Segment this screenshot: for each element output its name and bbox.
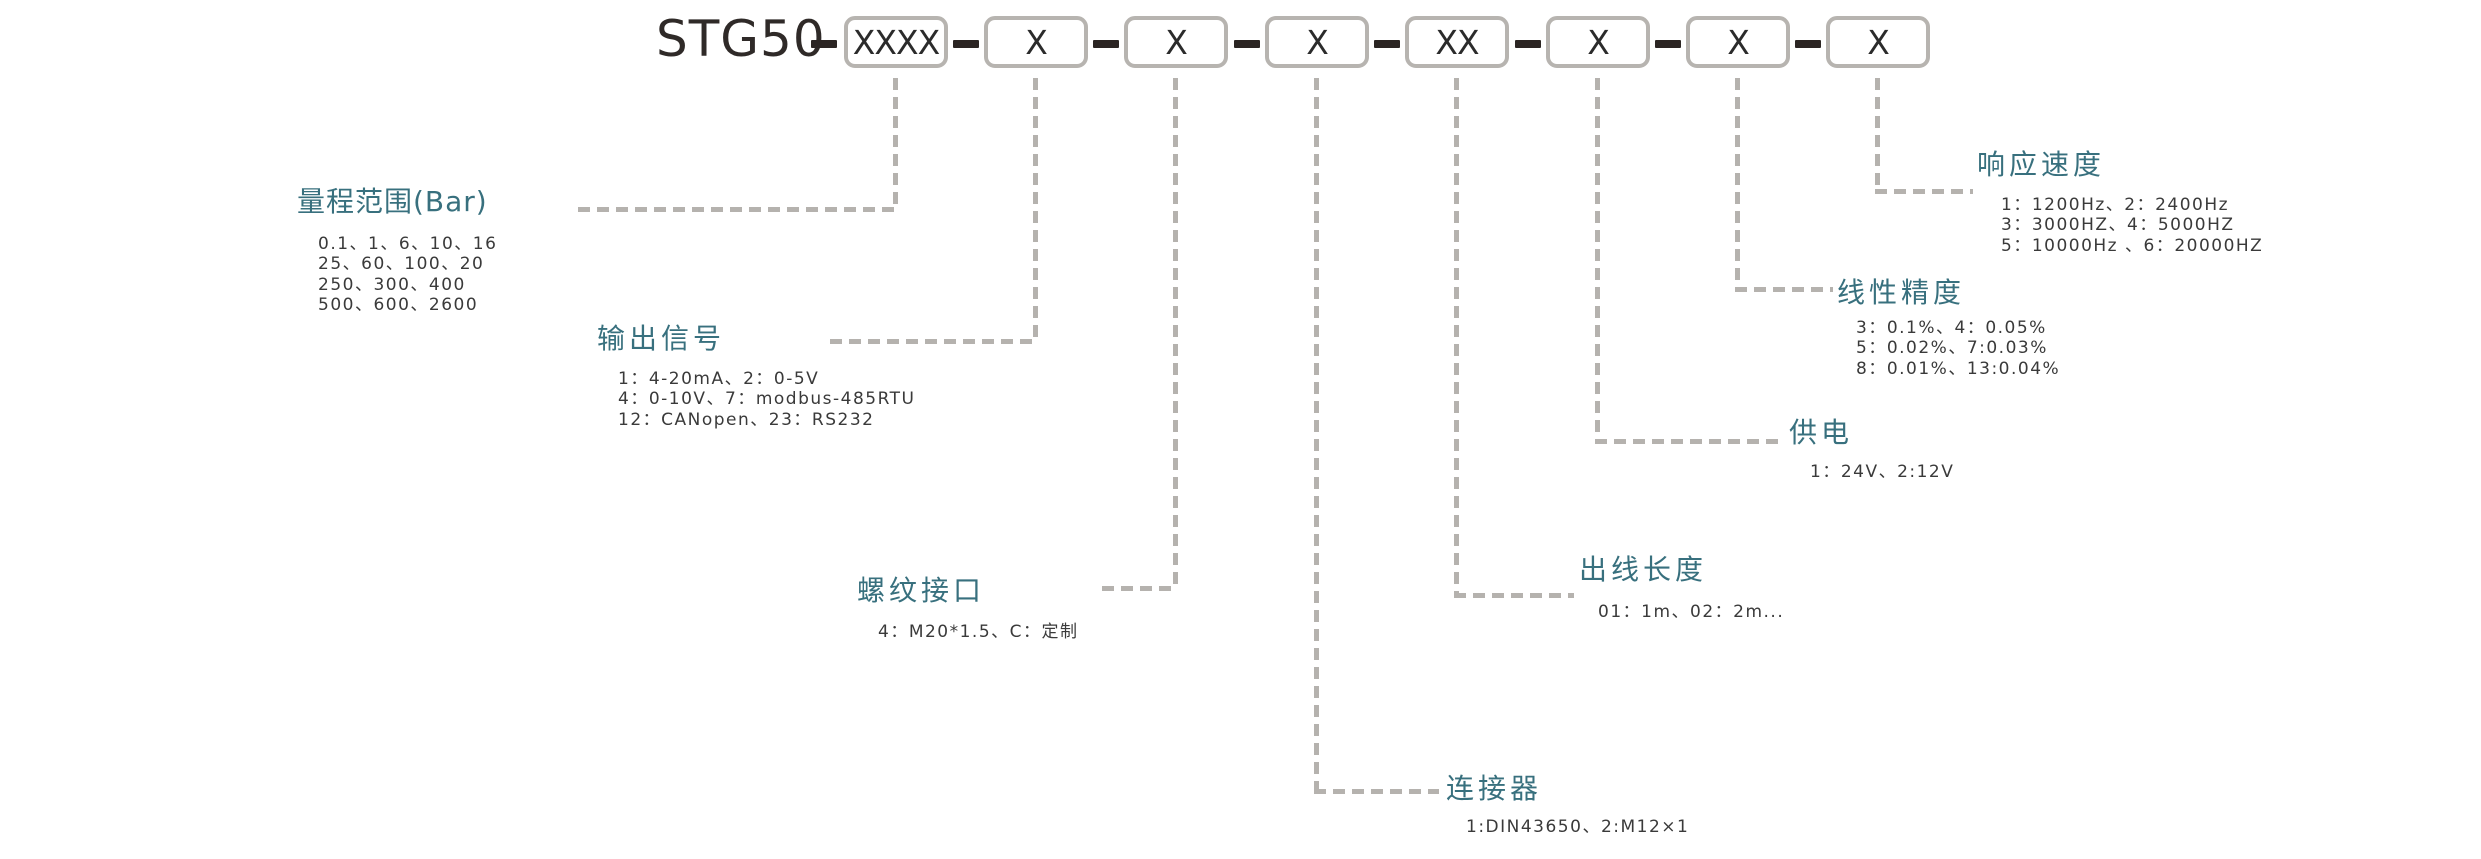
code-box-output-signal: X: [984, 16, 1088, 68]
code-box-response: X: [1826, 16, 1930, 68]
field-power-label: 供电: [1789, 416, 1854, 449]
field-output-signal-label: 输出信号: [597, 322, 726, 355]
code-dash: [1655, 40, 1681, 48]
field-connector-label: 连接器: [1446, 772, 1543, 805]
value-line: 1：24V、2:12V: [1810, 462, 1955, 482]
value-line: 4：M20*1.5、C：定制: [878, 622, 1079, 642]
value-line: 1:DIN43650、2:M12×1: [1466, 817, 1690, 837]
leader-line-accuracy-vertical: [1735, 78, 1740, 290]
leader-line-connector-horizontal: [1314, 789, 1439, 794]
value-line: 25、60、100、20: [318, 254, 485, 275]
field-thread-values: 4：M20*1.5、C：定制: [878, 622, 1079, 642]
field-accuracy-label: 线性精度: [1837, 276, 1966, 309]
code-dash: [1374, 40, 1400, 48]
value-line: 0.1、1、6、10、16: [318, 234, 498, 254]
code-box-accuracy: X: [1686, 16, 1790, 68]
field-output-signal-values: 1：4-20mA、2：0-5V 4：0-10V、7：modbus-485RTU …: [618, 369, 916, 430]
code-box-cable-length: XX: [1405, 16, 1509, 68]
code-dash: [1795, 40, 1821, 48]
leader-line-range-horizontal: [578, 207, 896, 212]
leader-line-thread-horizontal: [1102, 586, 1176, 591]
leader-line-range-vertical: [893, 78, 898, 210]
field-range-values: 0.1、1、6、10、16 25、60、100、20 250、300、400 5…: [318, 234, 497, 316]
leader-line-thread-vertical: [1173, 78, 1178, 589]
field-response-values: 1：1200Hz、2：2400Hz 3：3000HZ、4：5000HZ 5：10…: [2001, 195, 2263, 256]
value-line: 1：1200Hz、2：2400Hz: [2001, 195, 2230, 215]
field-range-label: 量程范围(Bar): [297, 185, 488, 218]
leader-line-response-horizontal: [1875, 189, 1973, 194]
code-box-thread: X: [1124, 16, 1228, 68]
code-dash: [953, 40, 979, 48]
code-box-power: X: [1546, 16, 1650, 68]
value-line: 12：CANopen、23：RS232: [618, 409, 875, 430]
leader-line-cable-length-vertical: [1454, 78, 1459, 596]
leader-line-power-horizontal: [1595, 439, 1781, 444]
value-line: 5：10000Hz 、6：20000HZ: [2001, 235, 2264, 256]
field-response-label: 响应速度: [1977, 148, 2106, 181]
field-power-values: 1：24V、2:12V: [1810, 462, 1954, 482]
field-thread-label: 螺纹接口: [857, 574, 986, 607]
leader-line-connector-vertical: [1314, 78, 1319, 792]
value-line: 3：3000HZ、4：5000HZ: [2001, 215, 2235, 236]
code-dash: [1093, 40, 1119, 48]
code-box-connector: X: [1265, 16, 1369, 68]
value-line: 4：0-10V、7：modbus-485RTU: [618, 389, 916, 410]
field-cable-length-values: 01：1m、02：2m...: [1598, 602, 1784, 622]
value-line: 1：4-20mA、2：0-5V: [618, 369, 820, 389]
value-line: 8：0.01%、13:0.04%: [1856, 358, 2061, 379]
value-line: 01：1m、02：2m...: [1598, 602, 1785, 622]
leader-line-response-vertical: [1875, 78, 1880, 192]
leader-line-output-signal-horizontal: [830, 339, 1036, 344]
model-name: STG50: [656, 10, 826, 68]
leader-line-accuracy-horizontal: [1735, 287, 1833, 292]
code-box-range: XXXX: [844, 16, 948, 68]
code-dash: [811, 40, 837, 48]
field-accuracy-values: 3：0.1%、4：0.05% 5：0.02%、7:0.03% 8：0.01%、1…: [1856, 318, 2060, 379]
code-dash: [1515, 40, 1541, 48]
value-line: 500、600、2600: [318, 295, 479, 316]
leader-line-power-vertical: [1595, 78, 1600, 442]
value-line: 3：0.1%、4：0.05%: [1856, 318, 2047, 338]
leader-line-cable-length-horizontal: [1454, 593, 1574, 598]
field-connector-values: 1:DIN43650、2:M12×1: [1466, 817, 1689, 837]
value-line: 5：0.02%、7:0.03%: [1856, 338, 2048, 359]
field-cable-length-label: 出线长度: [1579, 553, 1708, 586]
code-dash: [1234, 40, 1260, 48]
leader-line-output-signal-vertical: [1033, 78, 1038, 342]
value-line: 250、300、400: [318, 274, 466, 295]
